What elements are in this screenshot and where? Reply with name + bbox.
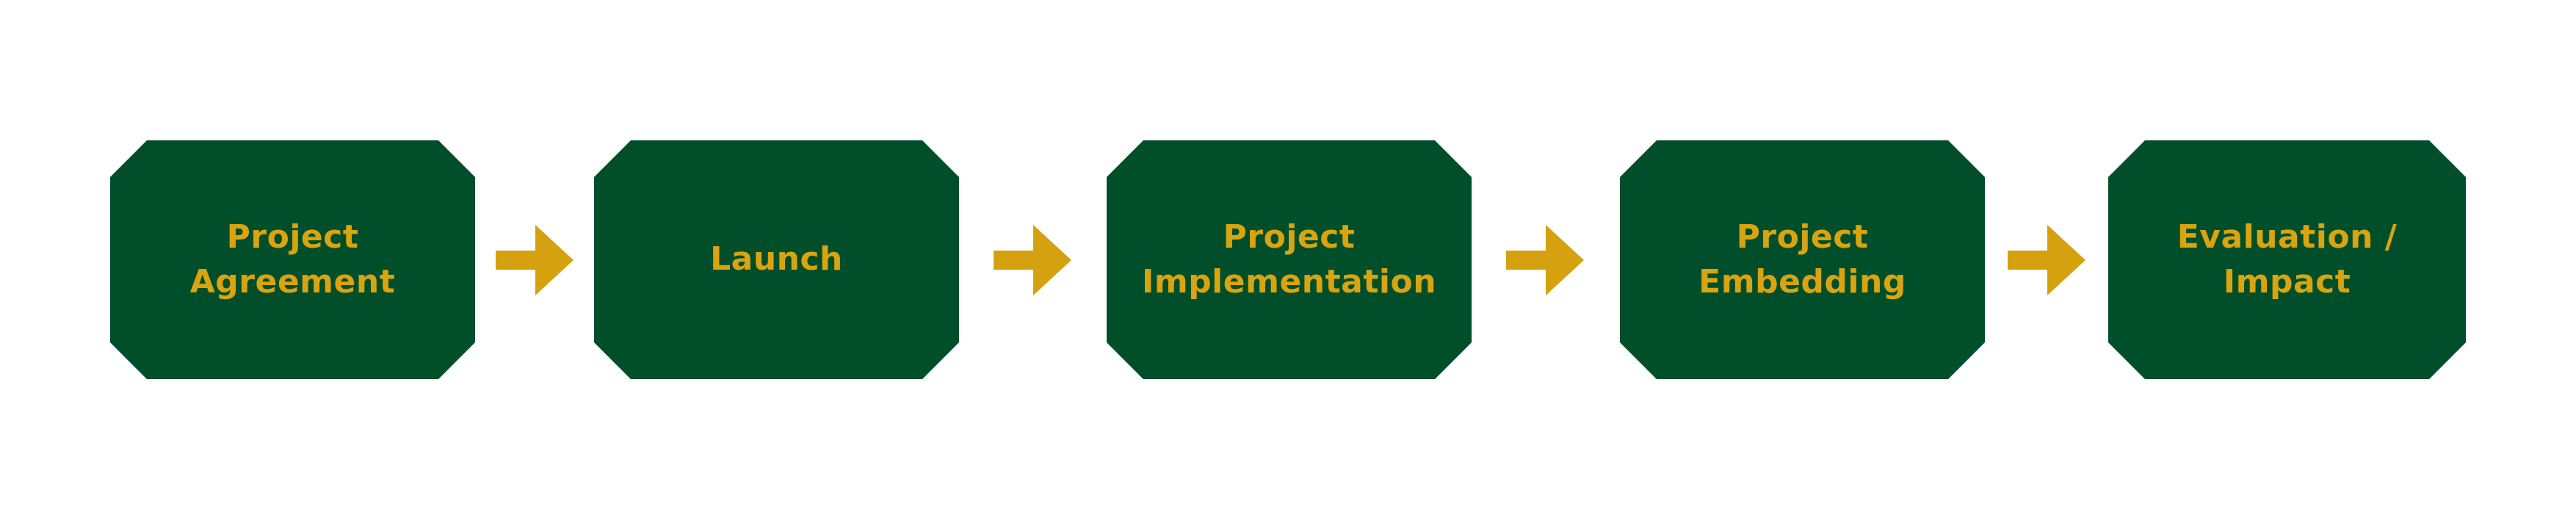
stage-box-launch: Launch bbox=[594, 140, 959, 379]
stage-label-project-agreement: Project Agreement bbox=[189, 218, 396, 301]
right-arrow-icon bbox=[2008, 225, 2085, 295]
right-arrow-icon bbox=[994, 225, 1071, 295]
stage-box-project-embedding: Project Embedding bbox=[1620, 140, 1985, 379]
stage-box-project-implementation: Project Implementation bbox=[1107, 140, 1472, 379]
stage-label-evaluation-impact: Evaluation / Impact bbox=[2177, 218, 2398, 301]
stage-label-project-implementation: Project Implementation bbox=[1141, 218, 1437, 301]
right-arrow-icon bbox=[496, 225, 574, 295]
stage-label-launch: Launch bbox=[710, 240, 843, 279]
stage-label-project-embedding: Project Embedding bbox=[1698, 218, 1906, 301]
stage-box-project-agreement: Project Agreement bbox=[110, 140, 475, 379]
stage-box-evaluation-impact: Evaluation / Impact bbox=[2108, 140, 2466, 379]
right-arrow-icon bbox=[1506, 225, 1584, 295]
